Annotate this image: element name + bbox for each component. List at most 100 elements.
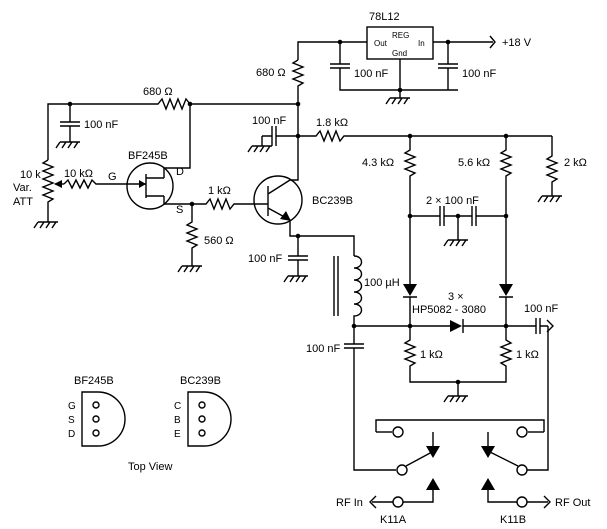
fet-source-wire: [163, 196, 192, 205]
r1k8: [298, 129, 552, 143]
relay-a-arm: [405, 451, 433, 467]
pinout-bf245b-name: BF245B: [74, 375, 114, 387]
fet-pin-g: G: [108, 171, 117, 183]
bjt-collector-wire: [290, 104, 299, 181]
c-fet: [55, 104, 80, 149]
relay-b-arrow-icon: [481, 446, 495, 458]
r43k-label: 4.3 kΩ: [362, 157, 394, 169]
k11b-label: K11B: [500, 514, 526, 526]
diode-left: [403, 296, 417, 326]
relay-a-com-contact: [396, 464, 408, 476]
c-out-label: 100 nF: [524, 303, 559, 315]
pinout-bc239b-pin-1: C: [174, 401, 181, 412]
pinout-bc239b-body: [187, 391, 232, 447]
c-reg-out-label: 100 nF: [354, 68, 389, 80]
fet-pin-d: D: [176, 166, 184, 178]
regulator-gnd-pin: Gnd: [392, 49, 407, 58]
relay-b-arm: [489, 451, 519, 467]
att-pot: [41, 159, 55, 214]
att-ground-icon: [33, 214, 58, 229]
fet-pin-s: S: [176, 204, 183, 216]
pinout-bc239b-name: BC239B: [180, 375, 221, 387]
r56k: [499, 136, 513, 284]
pinout-bf245b-pin-2: S: [68, 415, 75, 426]
rf-out-terminal-icon: [543, 495, 551, 509]
reg-out-wire: [297, 41, 367, 60]
k11a-label: K11A: [380, 514, 407, 526]
c-reg-out: [330, 42, 458, 91]
supply-label: +18 V: [502, 37, 532, 49]
relay-b-com-contact: [516, 464, 528, 476]
relay-b-output-wire: [527, 326, 549, 471]
pinout-top-view-label: Top View: [128, 461, 172, 473]
c-emit: [283, 255, 308, 283]
supply-terminal-icon: [489, 35, 496, 49]
pinout-bf245b: BF245B G S D: [68, 375, 126, 447]
diode-right: [499, 296, 513, 326]
rf-in-connector: [392, 496, 404, 508]
r1k-base: [192, 197, 256, 211]
c-emit-label: 100 nF: [248, 253, 283, 265]
r1k-left-label: 1 kΩ: [420, 349, 443, 361]
r1k8-label: 1.8 kΩ: [316, 117, 348, 129]
bjt-emitter-wire: [289, 220, 299, 256]
emitter-to-inductor: [298, 235, 355, 256]
att-att-label: ATT: [13, 196, 33, 208]
att-wiper-arrow-icon: [54, 180, 62, 188]
att-var-label: Var.: [13, 182, 32, 194]
regulator-out-pin: Out: [374, 39, 388, 48]
pinout-bc239b-pin-3: E: [174, 429, 181, 440]
c-left-label: 100 nF: [306, 343, 341, 355]
rf-out-connector: [516, 496, 528, 508]
regulator-in-pin: In: [418, 39, 425, 48]
bjt-bc239b-body: [253, 175, 303, 225]
r680-reg: [291, 59, 305, 104]
reg-ground-icon: [385, 90, 410, 105]
relay-bridge: [375, 419, 545, 432]
c-out-terminal-icon: [546, 319, 554, 333]
c-reg-in: [438, 42, 458, 90]
pinout-bc239b-pin-2: B: [174, 415, 181, 426]
r43k: [403, 136, 417, 284]
fet-bf245b-body: [126, 162, 174, 210]
c-2x100n-ground-icon: [443, 216, 468, 247]
relay-a-arrow-icon: [426, 446, 440, 458]
regulator-78l12: 78L12 REG Out In Gnd: [366, 11, 434, 60]
fet-drain-wire: [163, 104, 191, 178]
r680-top: [47, 97, 298, 160]
k11a-arrow-icon: [426, 478, 440, 490]
r680-top-label: 680 Ω: [143, 86, 173, 98]
fet-gate-arrow-icon: [139, 180, 146, 188]
diode-left-icon: [403, 284, 417, 296]
c-base-label: 100 nF: [252, 115, 287, 127]
k11b-link: [487, 490, 517, 503]
regulator-box-label: REG: [392, 31, 409, 40]
att-10k-label: 10 k: [20, 169, 41, 181]
r10k-label: 10 kΩ: [64, 168, 93, 180]
c-out: [535, 318, 548, 334]
diodes-part-label: HP5082 - 3080: [412, 304, 486, 316]
l100u-label: 100 µH: [364, 277, 400, 289]
r2k: [537, 136, 562, 203]
rf-in-terminal-icon: [369, 495, 377, 509]
bjt-bc239b-symbol: [256, 179, 291, 221]
fet-label: BF245B: [128, 150, 168, 162]
r2k-label: 2 kΩ: [564, 157, 587, 169]
l100u-core: [333, 256, 339, 316]
r560: [185, 204, 199, 258]
k11b-arrow-icon: [481, 478, 495, 490]
pinout-bf245b-body: [81, 391, 126, 447]
r1k-right-label: 1 kΩ: [516, 349, 539, 361]
l100u: [353, 255, 363, 326]
pinout-bf245b-pin-1: G: [68, 401, 76, 412]
r680-reg-label: 680 Ω: [256, 67, 286, 79]
r1k-ground-icon: [443, 382, 468, 403]
pinout-bc239b: BC239B C B E: [174, 375, 232, 447]
r10k: [63, 178, 128, 190]
diode-series-icon: [450, 320, 462, 332]
regulator-part-label: 78L12: [369, 11, 400, 23]
r560-label: 560 Ω: [204, 235, 234, 247]
relay-b-nc-contact: [516, 426, 528, 438]
c-2x100n-label: 2 × 100 nF: [426, 195, 479, 207]
